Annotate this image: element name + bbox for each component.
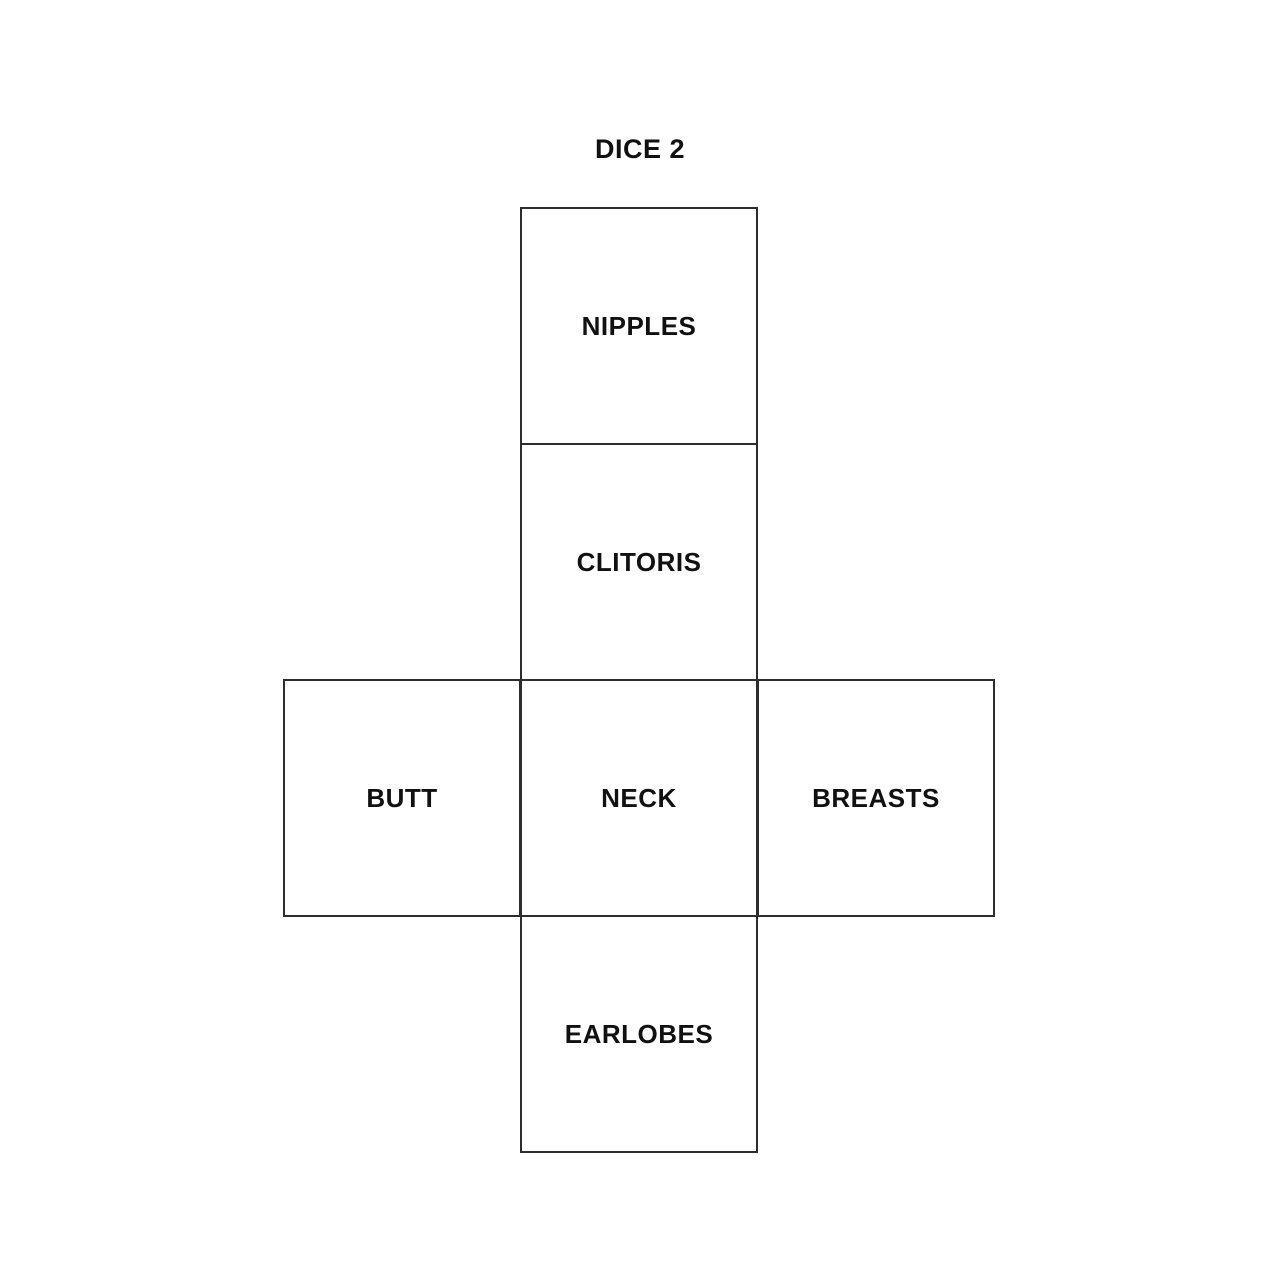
dice-title: DICE 2	[594, 134, 686, 164]
dice-face-label: BREASTS	[812, 782, 940, 813]
dice-face-label: NECK	[601, 782, 677, 813]
dice-face-butt: BUTT	[283, 679, 521, 917]
dice-face-label: NIPPLES	[581, 310, 697, 341]
dice-face-clitoris: CLITORIS	[520, 443, 758, 681]
dice-face-breasts: BREASTS	[757, 679, 995, 917]
dice-net: NIPPLES CLITORIS BUTT NECK BREASTS EARLO…	[283, 207, 997, 1155]
dice-face-label: EARLOBES	[564, 1018, 714, 1049]
dice-face-nipples: NIPPLES	[520, 207, 758, 445]
dice-face-neck: NECK	[520, 679, 758, 917]
dice-face-label: CLITORIS	[576, 546, 702, 577]
dice-face-label: BUTT	[366, 782, 438, 813]
dice-face-earlobes: EARLOBES	[520, 915, 758, 1153]
